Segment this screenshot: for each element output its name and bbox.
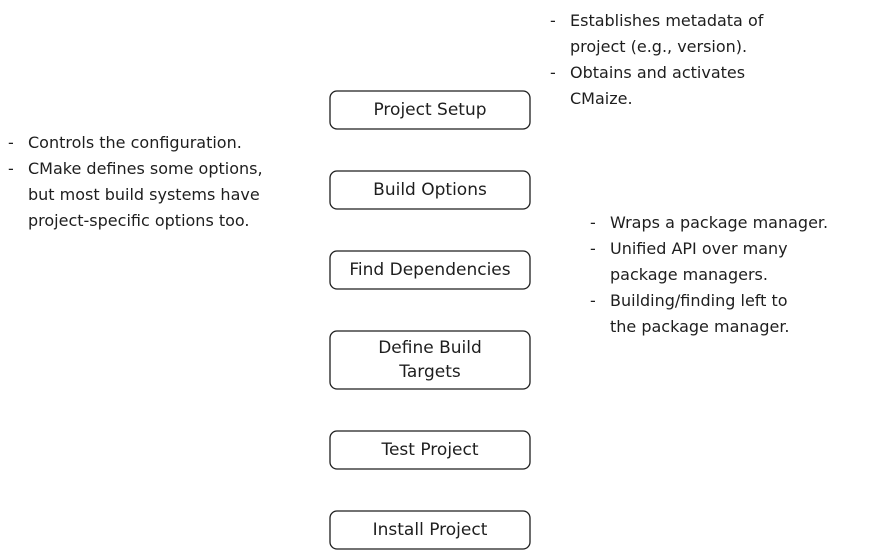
install-project-box — [329, 510, 531, 550]
step-label-test-project: Test Project — [381, 440, 479, 460]
step-label-install-project: Install Project — [372, 520, 488, 540]
step-label-find-dependencies: Find Dependencies — [349, 260, 511, 280]
project-setup-notes: Establishes metadata of project (e.g., v… — [550, 8, 870, 112]
note-item: Building/finding left to the package man… — [590, 288, 875, 340]
note-item: Obtains and activates CMaize. — [550, 60, 870, 112]
step-label-define-build-targets: Define Build Targets — [378, 338, 482, 382]
project-setup-box — [329, 90, 531, 130]
note-item: Unified API over many package managers. — [590, 236, 875, 288]
note-item: Controls the configuration. — [8, 130, 323, 156]
build-options-notes: Controls the configuration. CMake define… — [8, 130, 323, 234]
find-dependencies-box — [329, 250, 531, 290]
note-item: Establishes metadata of project (e.g., v… — [550, 8, 870, 60]
note-item: Wraps a package manager. — [590, 210, 875, 236]
build-options-box — [329, 170, 531, 210]
find-dependencies-notes: Wraps a package manager. Unified API ove… — [590, 210, 875, 340]
test-project-box — [329, 430, 531, 470]
step-label-project-setup: Project Setup — [373, 100, 487, 120]
define-build-targets-box — [329, 330, 531, 390]
note-item: CMake defines some options, but most bui… — [8, 156, 323, 234]
step-label-build-options: Build Options — [373, 180, 487, 200]
